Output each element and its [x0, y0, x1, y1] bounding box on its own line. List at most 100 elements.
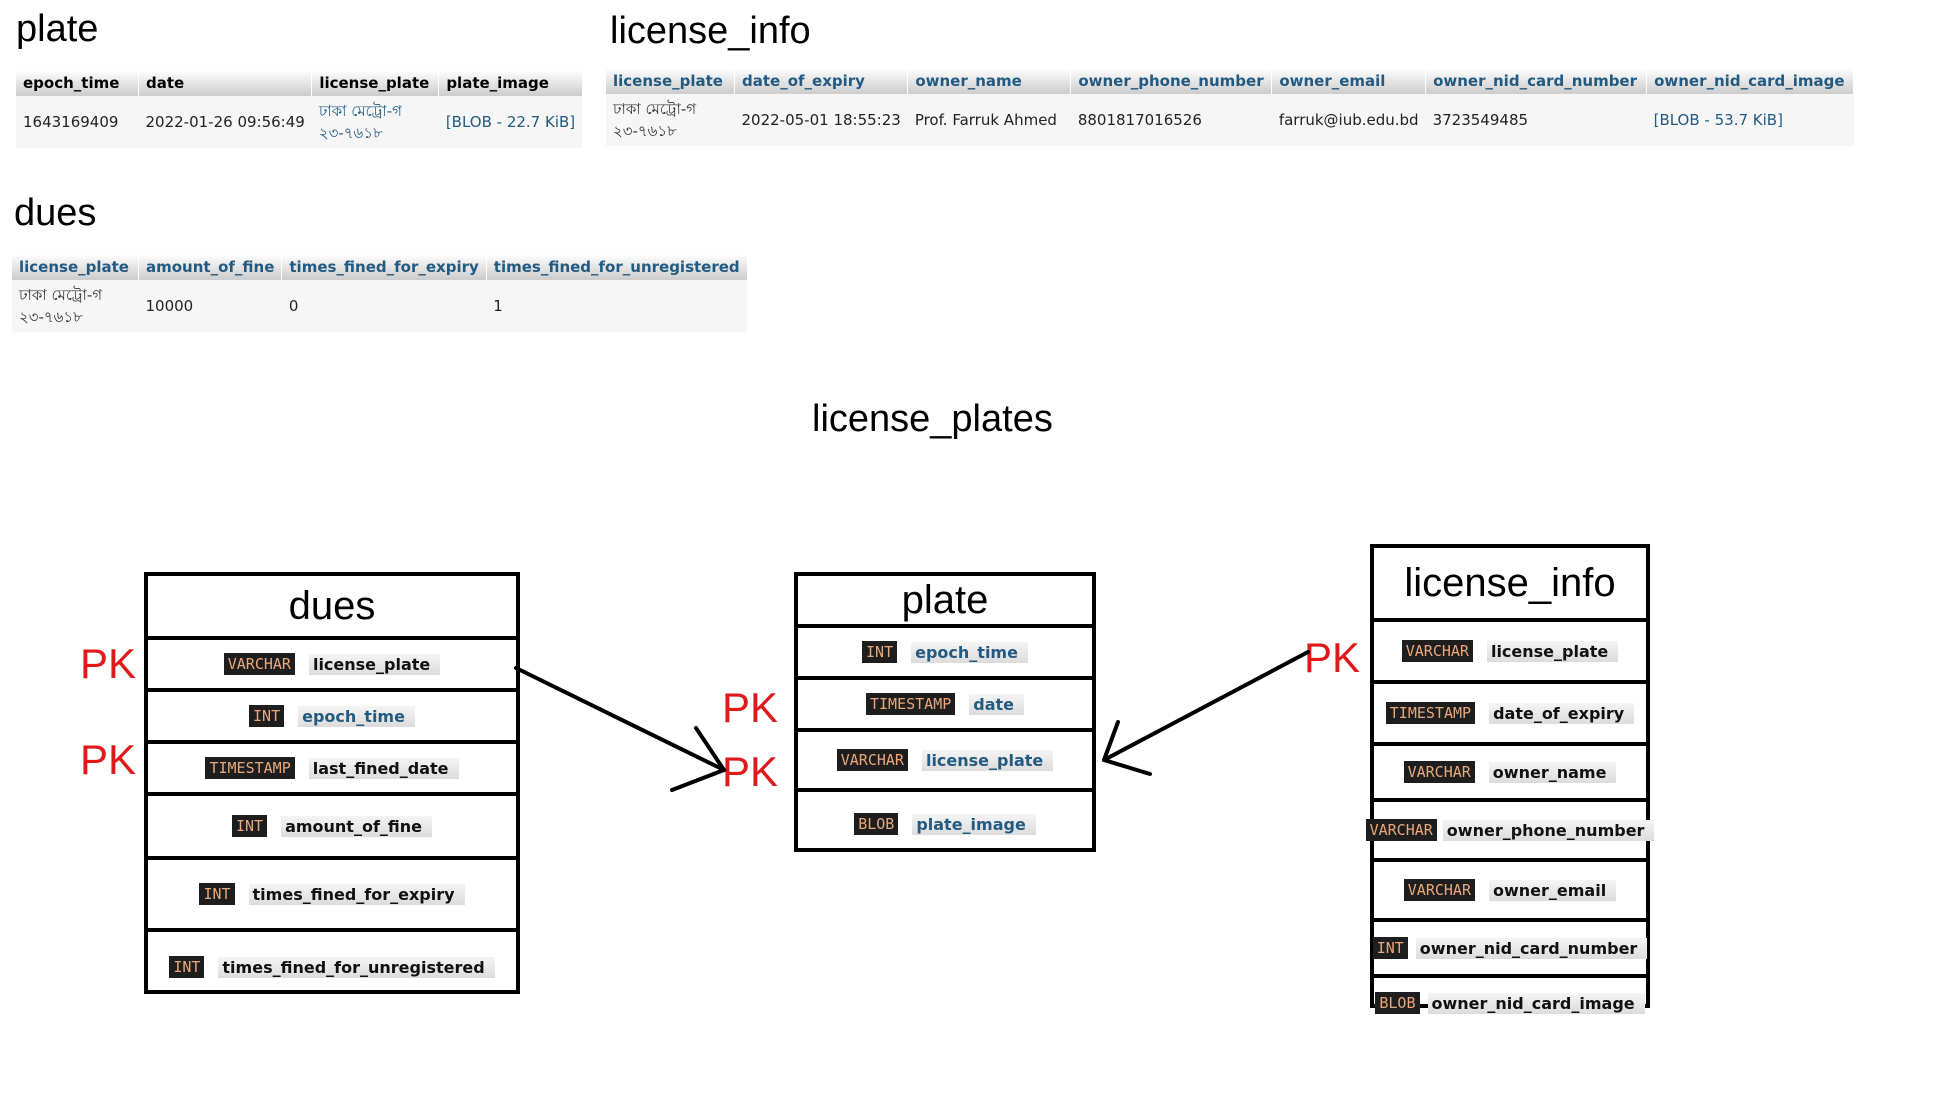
- column-header[interactable]: epoch_time: [16, 70, 139, 96]
- field-name: date: [969, 693, 1025, 715]
- pk-label: PK: [722, 748, 779, 795]
- entity-field: BLOB plate_image: [798, 792, 1092, 856]
- table-cell[interactable]: [BLOB - 22.7 KiB]: [438, 96, 583, 148]
- entity-field: TIMESTAMP date: [798, 680, 1092, 732]
- column-header[interactable]: owner_nid_card_number: [1425, 68, 1648, 94]
- plate-section-title: plate: [16, 8, 99, 50]
- cell-line: ২৩-৭৬১৮: [613, 122, 677, 140]
- entity-field: BLOB owner_nid_card_image: [1374, 978, 1646, 1028]
- field-name: plate_image: [912, 813, 1036, 835]
- table-cell: farruk@iub.edu.bd: [1271, 94, 1426, 146]
- pk-label: PK: [80, 640, 137, 687]
- field-type: VARCHAR: [1401, 640, 1473, 662]
- field-name: owner_nid_card_image: [1427, 992, 1645, 1014]
- field-name: license_plate: [308, 653, 441, 675]
- table-cell: 2022-05-01 18:55:23: [734, 94, 908, 146]
- column-header[interactable]: license_plate: [606, 68, 735, 94]
- field-type: INT: [862, 641, 898, 663]
- column-header[interactable]: amount_of_fine: [138, 254, 283, 280]
- column-header[interactable]: date_of_expiry: [734, 68, 909, 94]
- cell-line: ঢাকা মেট্রো-গ: [318, 102, 402, 120]
- table-cell: 1643169409: [16, 96, 139, 148]
- diagram-title: license_plates: [812, 398, 1053, 440]
- field-name: epoch_time: [911, 641, 1028, 663]
- field-type: INT: [231, 815, 268, 837]
- license-info-entity-box: license_info VARCHAR license_plate TIMES…: [1365, 544, 1655, 1014]
- table-cell: ঢাকা মেট্রো-গ ২৩-৭৬১৮: [12, 280, 139, 332]
- table-cell: 10000: [138, 280, 282, 332]
- field-type: VARCHAR: [223, 653, 295, 675]
- cell-line: ২৩-৭৬১৮: [318, 124, 383, 142]
- plate-result-table: epoch_time date license_plate plate_imag…: [16, 70, 583, 148]
- license-info-section-title: license_info: [610, 10, 811, 52]
- column-header[interactable]: license_plate: [12, 254, 139, 280]
- field-name: date_of_expiry: [1489, 702, 1635, 724]
- column-header[interactable]: license_plate: [311, 70, 440, 96]
- field-name: owner_email: [1489, 879, 1617, 901]
- license-info-result-table: license_plate date_of_expiry owner_name …: [606, 68, 1855, 146]
- column-header[interactable]: times_fined_for_expiry: [281, 254, 487, 280]
- field-type: VARCHAR: [1365, 819, 1437, 841]
- entity-field: VARCHAR owner_name: [1374, 746, 1646, 802]
- column-header[interactable]: owner_name: [907, 68, 1072, 94]
- column-header[interactable]: owner_phone_number: [1070, 68, 1273, 94]
- table-row: ঢাকা মেট্রো-গ ২৩-৭৬১৮ 2022-05-01 18:55:2…: [606, 94, 1854, 146]
- field-type: INT: [249, 705, 285, 727]
- field-type: TIMESTAMP: [205, 757, 295, 779]
- entity-field: INT epoch_time: [798, 628, 1092, 680]
- field-type: TIMESTAMP: [865, 693, 956, 715]
- column-header[interactable]: times_fined_for_unregistered: [486, 254, 748, 280]
- field-type: VARCHAR: [836, 749, 908, 771]
- entity-field: INT times_fined_for_expiry: [148, 860, 516, 932]
- pk-label: PK: [722, 684, 779, 731]
- field-type: INT: [169, 956, 205, 978]
- table-cell[interactable]: [BLOB - 53.7 KiB]: [1646, 94, 1854, 146]
- cell-line: ২৩-৭৬১৮: [19, 308, 83, 326]
- pk-label: PK: [1304, 634, 1361, 681]
- dues-section-title: dues: [14, 192, 97, 234]
- field-name: epoch_time: [298, 705, 415, 727]
- table-cell: ঢাকা মেট্রো-গ ২৩-৭৬১৮: [606, 94, 735, 146]
- column-header[interactable]: owner_email: [1271, 68, 1427, 94]
- entity-field: INT epoch_time: [148, 692, 516, 744]
- entity-field: TIMESTAMP last_fined_date: [148, 744, 516, 796]
- cell-line: ঢাকা মেট্রো-গ: [613, 100, 697, 118]
- entity-title: plate: [798, 576, 1092, 628]
- blob-link[interactable]: [BLOB - 53.7 KiB]: [1653, 111, 1783, 129]
- entity-field: VARCHAR owner_email: [1374, 862, 1646, 922]
- table-cell: 8801817016526: [1070, 94, 1272, 146]
- entity-field: TIMESTAMP date_of_expiry: [1374, 684, 1646, 746]
- dues-entity-box: dues VARCHAR license_plate INT epoch_tim…: [144, 572, 520, 994]
- column-header[interactable]: plate_image: [438, 70, 583, 96]
- field-type: TIMESTAMP: [1385, 702, 1476, 724]
- dues-result-table: license_plate amount_of_fine times_fined…: [12, 254, 748, 332]
- table-cell: 1: [486, 280, 748, 332]
- entity-field: VARCHAR license_plate: [798, 732, 1092, 792]
- license-info-to-plate-arrowhead: [1102, 758, 1152, 776]
- field-type: BLOB: [1375, 992, 1420, 1014]
- table-cell: 3723549485: [1425, 94, 1647, 146]
- field-name: times_fined_for_unregistered: [218, 956, 495, 978]
- entity-field: INT owner_nid_card_number: [1372, 922, 1648, 978]
- entity-field: VARCHAR license_plate: [148, 640, 516, 692]
- table-cell: 2022-01-26 09:56:49: [138, 96, 312, 148]
- table-row: 1643169409 2022-01-26 09:56:49 ঢাকা মেট্…: [16, 96, 583, 148]
- field-name: owner_name: [1488, 761, 1617, 783]
- field-type: INT: [1372, 937, 1408, 959]
- dues-to-plate-arrowhead: [670, 768, 726, 792]
- field-name: license_plate: [921, 749, 1054, 771]
- column-header[interactable]: date: [138, 70, 313, 96]
- plate-entity-box: plate INT epoch_time TIMESTAMP date VARC…: [794, 572, 1096, 852]
- table-cell: ঢাকা মেট্রো-গ ২৩-৭৬১৮: [311, 96, 439, 148]
- entity-title: dues: [148, 576, 516, 640]
- column-header[interactable]: owner_nid_card_image: [1646, 68, 1855, 94]
- license-info-to-plate-arrowhead: [1102, 720, 1120, 762]
- entity-field: VARCHAR license_plate: [1374, 622, 1646, 684]
- entity-title: license_info: [1374, 548, 1646, 622]
- pk-label: PK: [80, 736, 137, 783]
- blob-link[interactable]: [BLOB - 22.7 KiB]: [445, 113, 576, 131]
- entity-field: INT times_fined_for_unregistered: [148, 932, 516, 1002]
- table-cell: Prof. Farruk Ahmed: [907, 94, 1071, 146]
- field-type: BLOB: [854, 813, 899, 835]
